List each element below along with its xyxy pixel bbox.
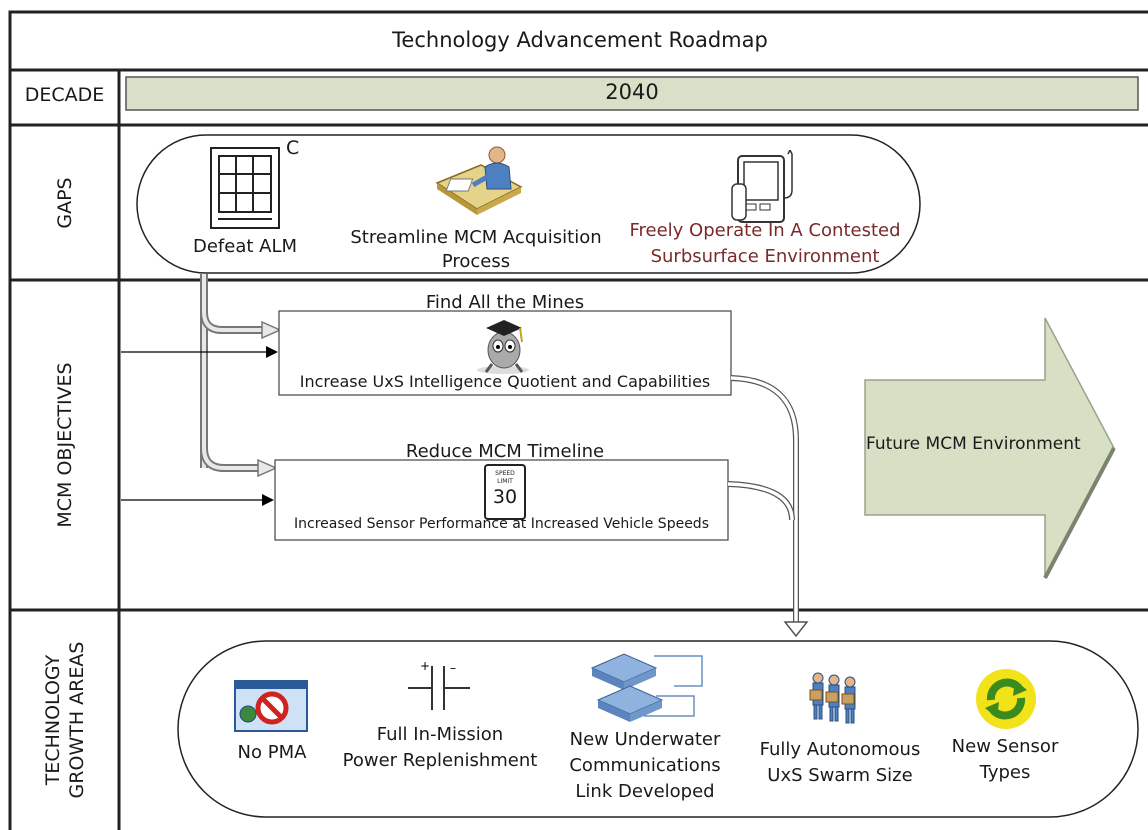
- swarm-people-icon: [808, 668, 866, 738]
- growth-label-sensor-line1: New Sensor: [951, 736, 1059, 757]
- classification-mark: C: [286, 137, 300, 159]
- row-label-objectives: MCM OBJECTIVES: [54, 362, 76, 528]
- growth-label-power: Full In-Mission Power Replenishment: [330, 722, 550, 774]
- row-label-growth-line1: TECHNOLOGY: [42, 654, 64, 786]
- decade-bar: [125, 76, 1139, 111]
- robot-graduate-icon: [472, 316, 534, 378]
- objective-label-1: Increase UxS Intelligence Quotient and C…: [299, 372, 711, 391]
- gap-label-freely-operate-line2: Surbsurface Environment: [650, 246, 880, 267]
- growth-label-power-line2: Power Replenishment: [342, 750, 538, 771]
- gap-label-streamline-line2: Process: [441, 251, 511, 272]
- svg-text:+: +: [420, 660, 430, 673]
- objective-label-2: Increased Sensor Performance at Increase…: [294, 516, 709, 532]
- growth-label-comms-line2: Communications: [569, 755, 721, 776]
- decade-value: 2040: [605, 80, 659, 104]
- speed-sign-top: SPEED: [495, 470, 515, 477]
- tablet-device-icon: [728, 148, 800, 234]
- row-label-growth: TECHNOLOGY GROWTH AREAS: [41, 642, 89, 799]
- row-label-decade: DECADE: [24, 84, 105, 106]
- no-symbol-icon: [234, 680, 308, 736]
- growth-label-comms: New Underwater Communications Link Devel…: [545, 727, 745, 805]
- page-title: Technology Advancement Roadmap: [392, 28, 768, 52]
- objective-title-1: Find All the Mines: [425, 292, 585, 313]
- gap-label-streamline-line1: Streamline MCM Acquisition: [350, 227, 602, 248]
- growth-label-comms-line3: Link Developed: [575, 781, 715, 802]
- svg-text:–: –: [450, 661, 456, 675]
- growth-label-swarm-line1: Fully Autonomous: [759, 739, 921, 760]
- gap-label-defeat-alm: Defeat ALM: [192, 236, 298, 257]
- growth-label-comms-line1: New Underwater: [569, 729, 721, 750]
- future-label: Future MCM Environment: [866, 434, 1081, 454]
- speed-limit-sign-icon: SPEED LIMIT 30: [484, 464, 526, 520]
- growth-pill: [177, 640, 1139, 818]
- speed-sign-value: 30: [492, 486, 518, 508]
- gap-label-freely-operate-line1: Freely Operate In A Contested: [629, 220, 901, 241]
- speed-sign-mid: LIMIT: [497, 478, 513, 485]
- growth-label-swarm: Fully Autonomous UxS Swarm Size: [745, 737, 935, 789]
- objective-title-2: Reduce MCM Timeline: [405, 441, 605, 462]
- gaps-pill: [136, 134, 921, 274]
- growth-label-sensor-line2: Types: [979, 762, 1031, 783]
- row-label-gaps: GAPS: [54, 177, 76, 229]
- gap-label-freely-operate: Freely Operate In A Contested Surbsurfac…: [620, 218, 910, 270]
- grid-window-icon: [210, 147, 280, 233]
- recycle-icon: [975, 668, 1037, 734]
- network-phones-icon: [584, 646, 714, 728]
- growth-label-sensor: New Sensor Types: [935, 734, 1075, 786]
- gap-label-streamline: Streamline MCM Acquisition Process: [340, 226, 612, 274]
- growth-label-swarm-line2: UxS Swarm Size: [767, 765, 913, 786]
- person-at-desk-icon: [433, 145, 525, 221]
- growth-label-no-pma: No PMA: [237, 742, 307, 763]
- row-label-growth-line2: GROWTH AREAS: [66, 641, 88, 799]
- growth-label-power-line1: Full In-Mission: [376, 724, 504, 745]
- capacitor-icon: + –: [404, 659, 474, 720]
